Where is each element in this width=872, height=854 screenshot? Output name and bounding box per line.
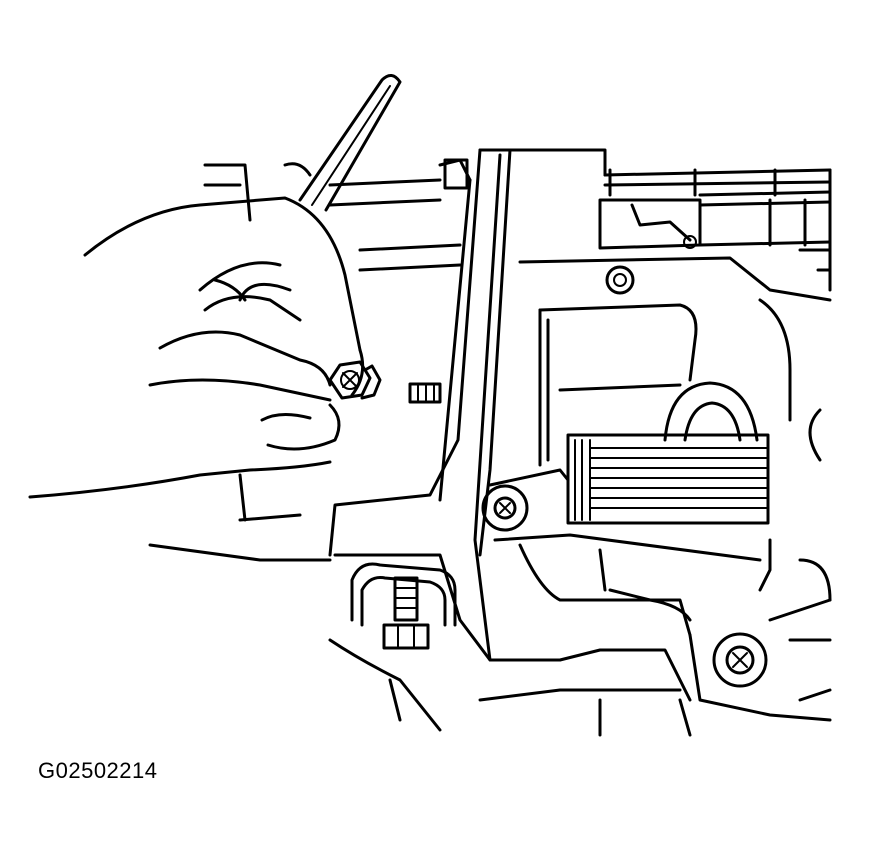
rod xyxy=(298,74,402,212)
grille xyxy=(598,168,832,250)
u-loop xyxy=(663,381,759,442)
bracket xyxy=(328,148,832,662)
stud xyxy=(408,382,442,404)
right-edge xyxy=(798,168,832,292)
bolt-clip xyxy=(350,562,457,650)
figure-code: G02502214 xyxy=(38,758,158,783)
plate xyxy=(518,256,832,467)
arm xyxy=(481,468,772,592)
fin-block xyxy=(566,433,770,525)
lower-housing xyxy=(148,513,692,737)
hand xyxy=(28,196,365,522)
lower-mechanism xyxy=(518,408,832,722)
hex-nut xyxy=(328,360,382,400)
